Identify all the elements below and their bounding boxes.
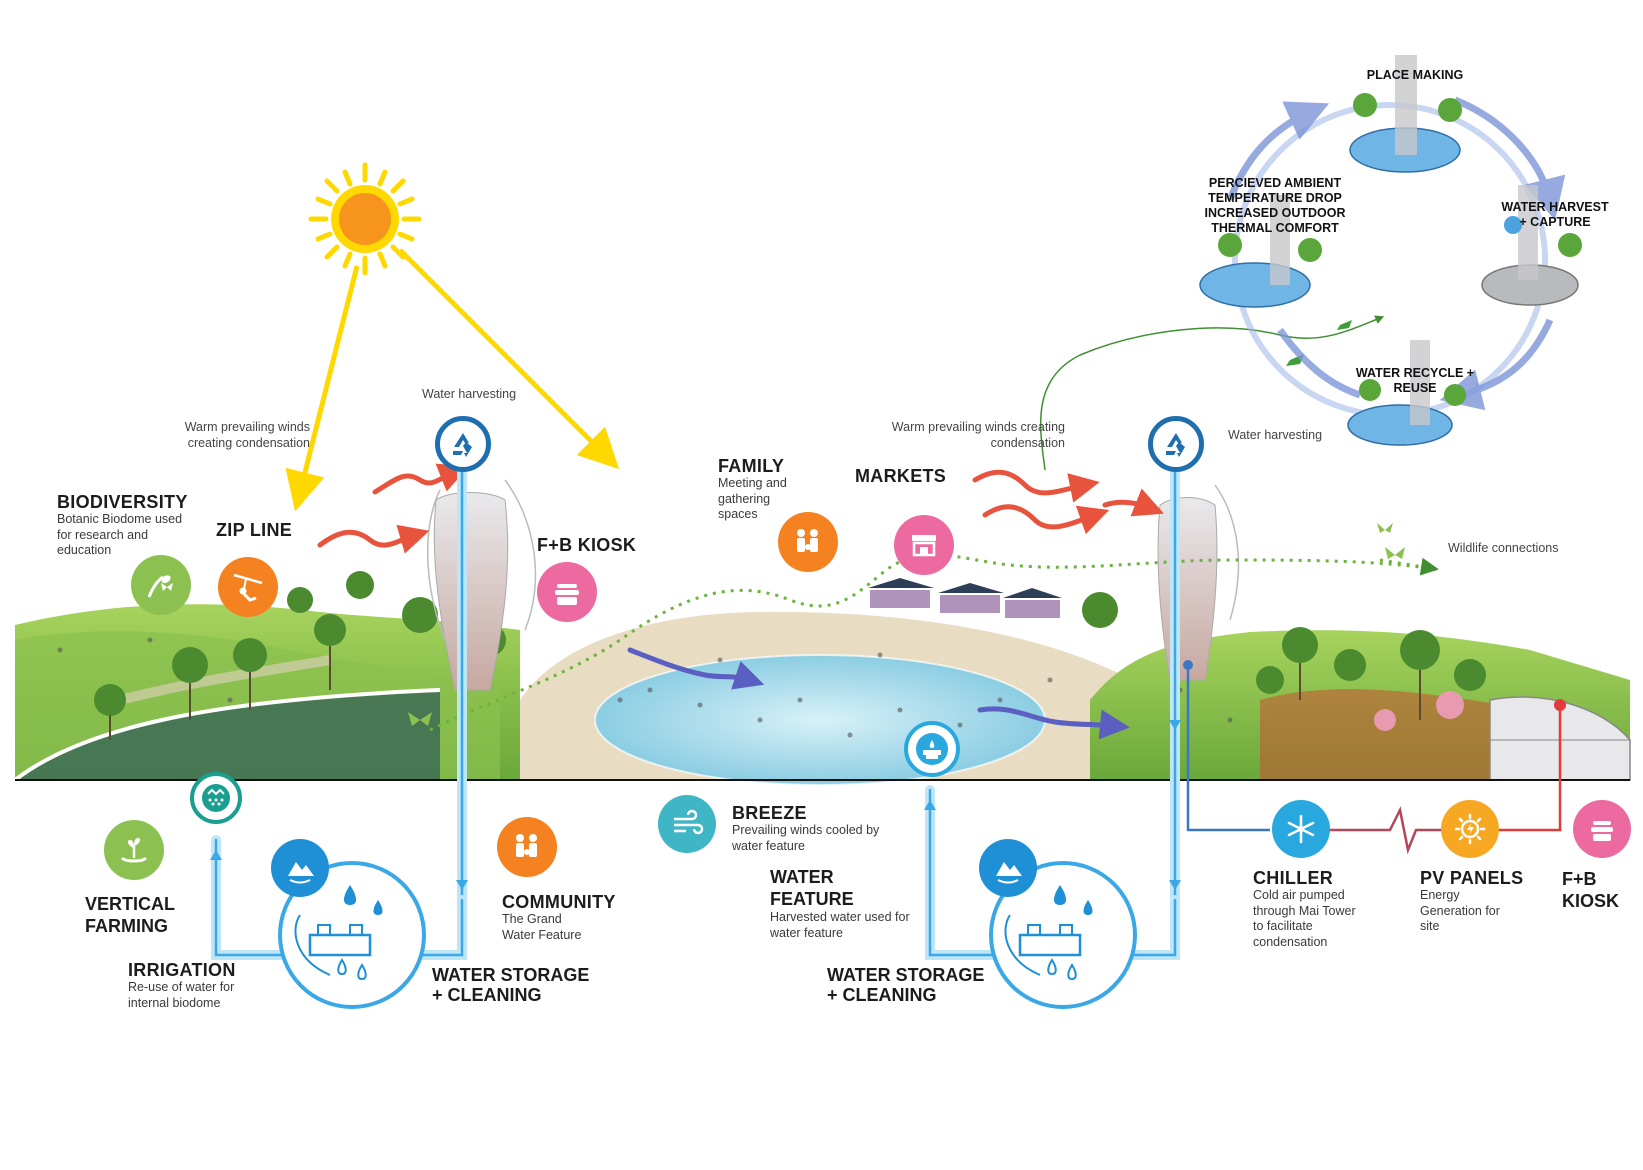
label-water-feature: WATER FEATURE Harvested water used for w… xyxy=(770,866,920,941)
wildlife-text: Wildlife connections xyxy=(1448,541,1559,555)
zip-line-icon xyxy=(218,557,278,617)
biodiversity-icon xyxy=(131,555,191,615)
breeze-title: BREEZE xyxy=(732,803,807,823)
markets-title: MARKETS xyxy=(855,466,947,486)
breeze-icon xyxy=(658,795,716,853)
family-icon xyxy=(778,512,838,572)
wildlife-path xyxy=(429,553,1441,732)
fb-kiosk-top-title: F+B KIOSK xyxy=(537,535,637,555)
cycle-place-making: PLACE MAKING xyxy=(1366,68,1464,82)
fb-kiosk-bottom-title: F+B KIOSK xyxy=(1562,869,1620,911)
recycle-icon xyxy=(1148,416,1204,472)
cycle-temperature: PERCIEVED AMBIENT TEMPERATURE DROP INCRE… xyxy=(1204,176,1346,235)
label-biodiversity: BIODIVERSITY Botanic Biodome used for re… xyxy=(57,492,207,559)
irrigation-desc: Re-use of water for internal biodome xyxy=(128,980,235,1010)
sun xyxy=(308,162,422,276)
water-cycle-diagram xyxy=(1199,55,1582,446)
irrigation-icon xyxy=(190,772,242,824)
chiller-desc: Cold air pumped through Mai Tower to fac… xyxy=(1253,888,1356,949)
butterfly-icons xyxy=(408,320,1405,726)
kiosk-icon xyxy=(1573,800,1631,858)
cycle-water-recycle: WATER RECYCLE + REUSE xyxy=(1355,366,1475,395)
solar-icon xyxy=(1441,800,1499,858)
mai-tower-left xyxy=(426,479,537,691)
water-storage-right-title: WATER STORAGE + CLEANING xyxy=(827,965,985,1005)
sun-ray-arrows xyxy=(285,248,620,512)
water-storage-tank-right xyxy=(979,839,1137,1009)
family-title: FAMILY xyxy=(718,456,785,476)
wildlife-arrow xyxy=(1379,557,1439,576)
cycle-water-harvest: WATER HARVEST + CAPTURE xyxy=(1501,200,1609,229)
water-harvesting-right-text: Water harvesting xyxy=(1228,428,1323,442)
pipe-flow-arrows xyxy=(210,720,1181,890)
energy-line xyxy=(1183,660,1566,855)
pv-panels-title: PV PANELS xyxy=(1420,868,1524,888)
vertical-farming-title: VERTICAL FARMING xyxy=(85,894,175,936)
biodiversity-desc: Botanic Biodome used for research and ed… xyxy=(57,512,183,557)
irrigation-title: IRRIGATION xyxy=(128,960,236,980)
family-desc: Meeting and gathering spaces xyxy=(718,476,787,521)
warm-wind-arrows xyxy=(317,463,1164,554)
recycle-icon xyxy=(435,416,491,472)
community-icon xyxy=(497,817,557,877)
water-storage-left-title: WATER STORAGE + CLEANING xyxy=(432,965,590,1005)
bird-flight-path xyxy=(1039,315,1385,471)
community-desc: The Grand Water Feature xyxy=(502,912,582,942)
label-breeze: BREEZE Prevailing winds cooled by water … xyxy=(732,803,892,854)
pv-panels-desc: Energy Generation for site xyxy=(1420,888,1500,933)
warm-winds-right-text: Warm prevailing winds creating condensat… xyxy=(891,420,1065,450)
label-pv-panels: PV PANELS Energy Generation for site xyxy=(1420,868,1550,935)
chiller-title: CHILLER xyxy=(1253,868,1334,888)
cool-breeze-arrows xyxy=(627,647,1130,740)
fountain-icon xyxy=(904,721,960,777)
label-irrigation: IRRIGATION Re-use of water for internal … xyxy=(128,960,258,1011)
community-title: COMMUNITY xyxy=(502,892,616,912)
vertical-farming-icon xyxy=(104,820,164,880)
chiller-icon xyxy=(1272,800,1330,858)
label-family: FAMILY Meeting and gathering spaces xyxy=(718,456,818,523)
fb-kiosk-icon xyxy=(537,562,597,622)
landscape-section xyxy=(13,571,1631,786)
zip-line-title: ZIP LINE xyxy=(216,520,293,540)
warm-winds-left-text: Warm prevailing winds creating condensat… xyxy=(184,420,310,450)
biodiversity-title: BIODIVERSITY xyxy=(57,492,188,512)
label-chiller: CHILLER Cold air pumped through Mai Towe… xyxy=(1253,868,1373,950)
water-feature-desc: Harvested water used for water feature xyxy=(770,910,910,940)
water-harvesting-left-text: Water harvesting xyxy=(422,387,517,401)
water-feature-title: WATER FEATURE xyxy=(770,867,854,909)
markets-icon xyxy=(894,515,954,575)
breeze-desc: Prevailing winds cooled by water feature xyxy=(732,823,880,853)
water-storage-tank-left xyxy=(271,839,426,1009)
label-community: COMMUNITY The Grand Water Feature xyxy=(502,892,642,943)
